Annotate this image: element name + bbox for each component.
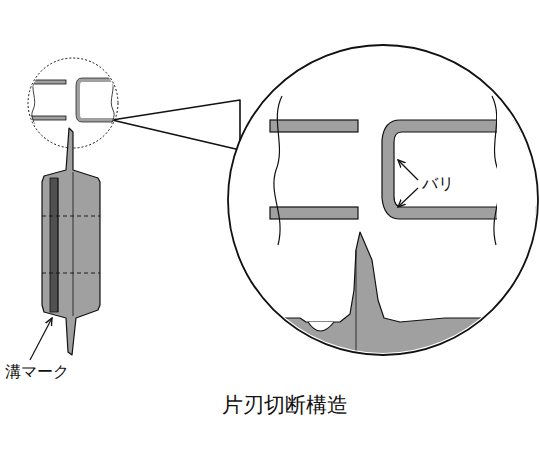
leader-line <box>398 160 418 180</box>
caption: 片刃切断構造 <box>222 391 348 419</box>
leader-line <box>30 318 52 360</box>
part-label: バリ <box>421 174 455 195</box>
leader-line <box>398 188 418 207</box>
part-label: 溝マーク <box>4 362 70 383</box>
callout-wedge <box>112 100 240 150</box>
small-detail <box>28 78 118 124</box>
big-detail <box>260 90 540 360</box>
